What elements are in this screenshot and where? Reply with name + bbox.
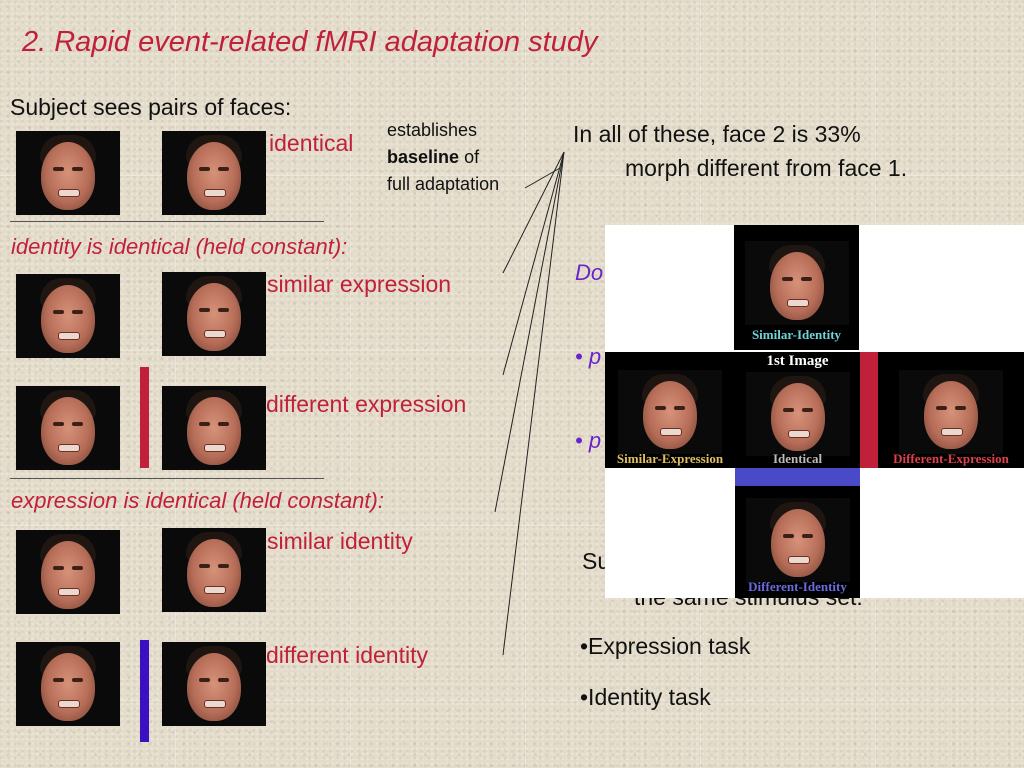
baseline-text-1: establishes — [387, 120, 478, 140]
partial-bullet-1: • p — [575, 344, 602, 369]
label-first-image: 1st Image — [766, 353, 829, 369]
divider — [10, 221, 324, 222]
section-expression-constant: expression is identical (held constant): — [11, 488, 384, 513]
label-identical-fig: Identical — [772, 451, 823, 466]
tile-identical: 1st Image Identical — [735, 352, 860, 468]
task-identity: •Identity task — [580, 684, 711, 710]
morph-text-line2: morph different from face 1. — [625, 155, 908, 181]
face-image — [745, 498, 850, 582]
label-similar-expression: similar expression — [267, 271, 452, 297]
face-image — [745, 372, 850, 456]
baseline-text-bold: baseline — [387, 147, 460, 167]
slide-title: 2. Rapid event-related fMRI adaptation s… — [22, 26, 598, 58]
stimulus-figure: Similar-Identity Similar-Expression 1st … — [605, 225, 1024, 598]
grid-line — [350, 0, 351, 768]
face-image — [16, 131, 120, 215]
tile-different-identity: Different-Identity — [735, 486, 860, 598]
grid-line — [0, 350, 1024, 351]
face-image — [162, 528, 266, 612]
face-image — [618, 370, 722, 454]
face-image — [162, 642, 266, 726]
intro-text: Subject sees pairs of faces: — [10, 94, 292, 120]
grid-line — [525, 0, 526, 768]
label-different-identity: different identity — [266, 642, 428, 668]
grid-line — [0, 700, 1024, 701]
morph-text-line1: In all of these, face 2 is 33% — [573, 121, 861, 147]
face-image — [16, 274, 120, 358]
red-divider — [860, 352, 878, 468]
baseline-text-3: full adaptation — [387, 174, 500, 194]
grid-line — [0, 525, 1024, 526]
label-similar-identity: similar identity — [267, 528, 413, 554]
face-image — [16, 530, 120, 614]
face-image — [162, 131, 266, 215]
label-identical: identical — [269, 130, 354, 156]
partial-text-do: Do — [575, 260, 604, 285]
tile-similar-expression: Similar-Expression — [605, 352, 735, 468]
label-similar-expression-fig: Similar-Expression — [616, 451, 724, 466]
face-image — [16, 386, 120, 470]
section-identity-constant: identity is identical (held constant): — [11, 234, 348, 259]
tile-similar-identity: Similar-Identity — [734, 225, 859, 350]
label-different-identity-fig: Different-Identity — [748, 579, 847, 594]
divider — [10, 478, 324, 479]
red-bar — [140, 367, 149, 468]
blue-divider — [735, 468, 860, 486]
grid-line — [175, 0, 176, 768]
label-similar-identity-fig: Similar-Identity — [751, 327, 842, 342]
partial-bullet-2: • p — [575, 428, 602, 453]
baseline-note: establishes baseline of full adaptation — [387, 117, 537, 198]
face-image — [162, 386, 266, 470]
grid-line — [0, 175, 1024, 176]
face-image — [744, 241, 849, 325]
face-image — [162, 272, 266, 356]
face-image — [899, 370, 1003, 454]
label-different-expression-fig: Different-Expression — [893, 451, 1009, 466]
label-different-expression: different expression — [266, 391, 467, 417]
tile-different-expression: Different-Expression — [878, 352, 1024, 468]
blue-bar — [140, 640, 149, 742]
baseline-text-2: of — [464, 147, 480, 167]
face-image — [16, 642, 120, 726]
task-expression: •Expression task — [580, 633, 751, 659]
